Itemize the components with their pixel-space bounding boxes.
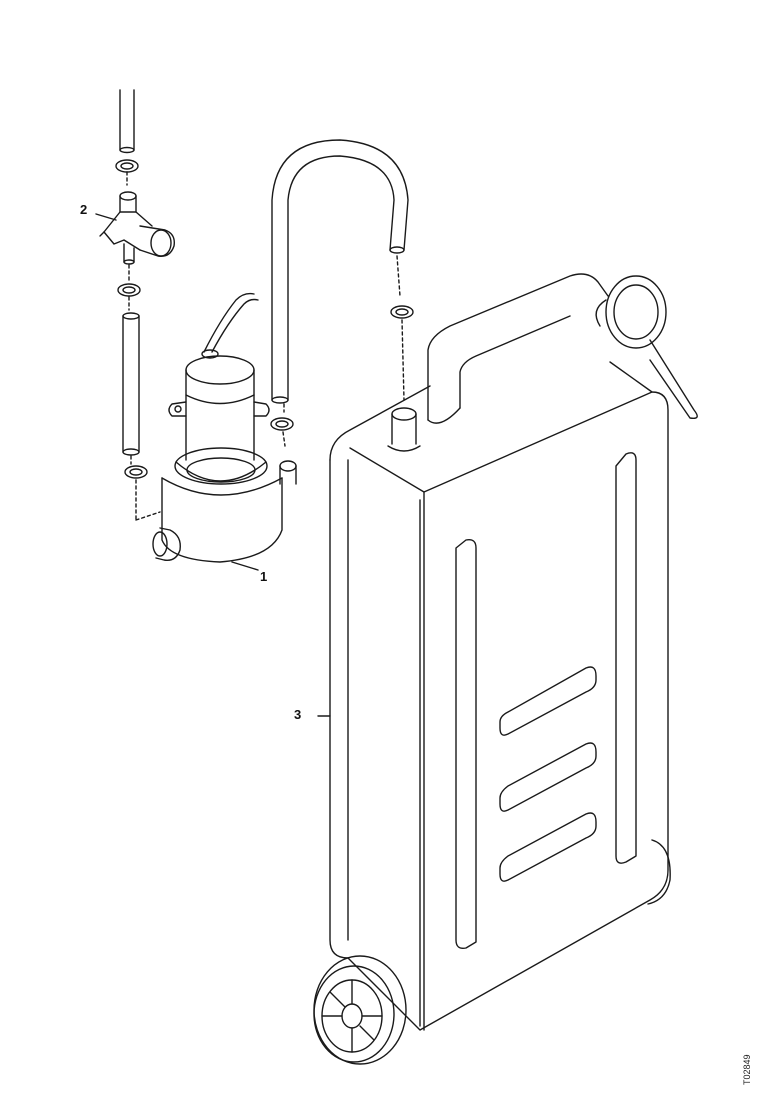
callout-tee-connector: 2: [80, 202, 88, 217]
figure-reference-code: T02849: [742, 1054, 752, 1085]
water-tank: [317, 273, 698, 1031]
callout-pump: 1: [260, 569, 268, 584]
hose-clamp-return: [270, 305, 414, 447]
return-hose: [271, 139, 409, 413]
callout-water-tank: 3: [294, 707, 302, 722]
tee-connector: [95, 191, 175, 265]
hose-clamp-middle: [117, 264, 141, 311]
hose-clamp-top: [115, 159, 139, 186]
pump: [152, 292, 297, 571]
upper-hose: [119, 89, 135, 154]
lower-hose: [122, 312, 161, 521]
tank-wheel: [313, 955, 407, 1065]
